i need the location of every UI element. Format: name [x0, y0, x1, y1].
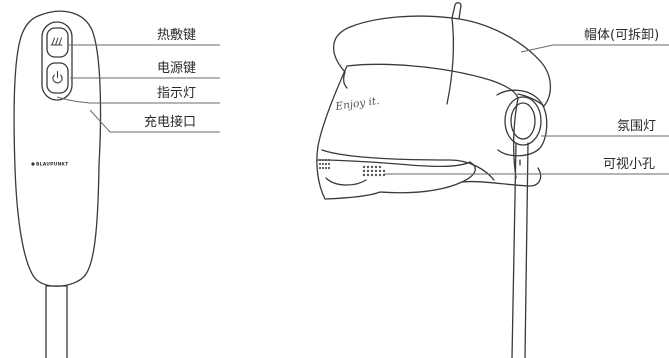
remote-control — [13, 10, 102, 358]
label-cap-body: 帽体(可拆卸) — [584, 28, 660, 43]
remote-handle — [45, 285, 68, 358]
leader-charging-port — [89, 109, 220, 133]
brand-logo: BLAUPUNKT — [36, 162, 69, 168]
light-housing — [496, 89, 548, 157]
ambient-light-ring — [504, 96, 542, 146]
heat-button — [46, 27, 69, 58]
support-arm — [511, 142, 529, 358]
viewing-holes — [318, 158, 386, 177]
label-indicator: 指示灯 — [157, 86, 197, 101]
label-power-key: 电源键 — [157, 61, 197, 76]
leader-cap-body — [520, 44, 669, 53]
label-heat-key: 热敷键 — [157, 28, 197, 43]
button-panel — [41, 21, 73, 101]
label-viewing-holes: 可视小孔 — [603, 157, 656, 172]
label-charging-port: 充电接口 — [144, 115, 197, 130]
heat-icon — [50, 37, 63, 46]
cap-top — [333, 15, 552, 107]
power-icon — [52, 70, 63, 84]
remote-body — [13, 10, 102, 287]
ambient-light-lens — [510, 102, 536, 140]
cap-slogan: Enjoy it. — [334, 95, 380, 113]
power-button — [46, 62, 69, 94]
cap-shell — [346, 63, 519, 99]
leader-indicator — [56, 96, 220, 104]
cap-visor — [317, 159, 471, 168]
hair-cap — [316, 2, 552, 358]
cap-knob — [451, 2, 462, 20]
label-ambient-light: 氛围灯 — [617, 119, 657, 134]
